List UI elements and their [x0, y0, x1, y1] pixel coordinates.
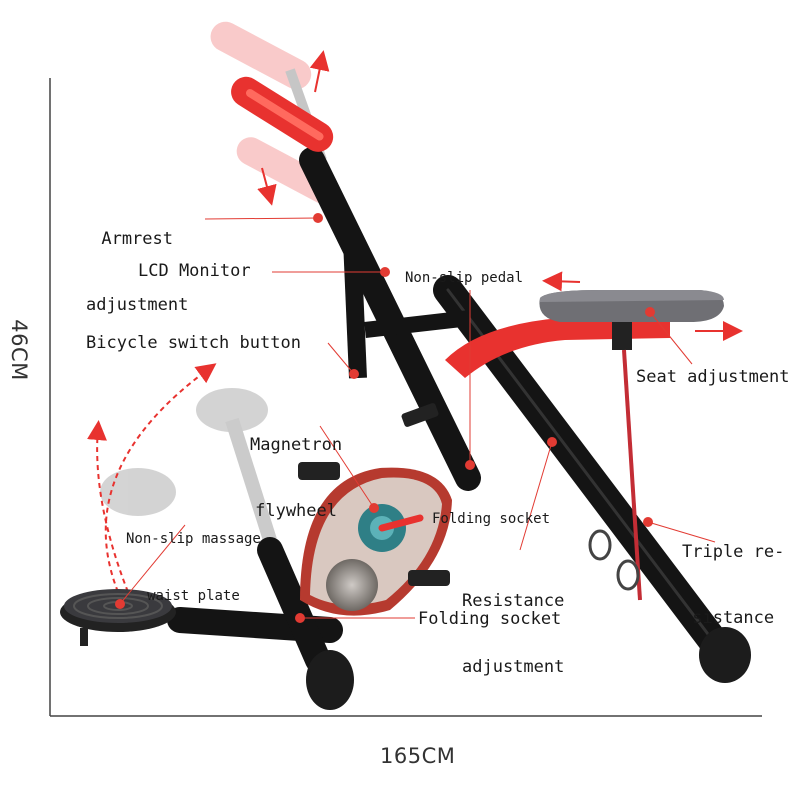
main-frame: [167, 147, 735, 673]
label-folding-socket-upper: Folding socket: [432, 511, 551, 527]
label-triple-resistance: Triple re- sistance: [682, 497, 784, 651]
label-triple-line2: sistance: [692, 608, 775, 628]
label-massage-line1: Non-slip massage: [126, 531, 261, 547]
height-dimension-label: 46CM: [6, 319, 31, 381]
label-resistance-adjustment: Resistance adjustment: [462, 546, 564, 700]
motion-arrows: [87, 50, 743, 593]
label-folding-socket-lower: Folding socket: [418, 609, 562, 629]
seat: [539, 290, 724, 322]
armrest: [231, 76, 334, 152]
label-resistance-line2: adjustment: [462, 657, 565, 677]
label-armrest-adjustment: Armrest adjustment: [86, 184, 188, 338]
label-massage-line2: waist plate: [147, 588, 240, 604]
label-seat-adjustment: Seat adjustment: [636, 367, 790, 387]
label-magnetron-flywheel: Magnetron flywheel: [250, 390, 342, 544]
pedals: [298, 403, 450, 586]
label-non-slip-pedal: Non-slip pedal: [405, 270, 524, 286]
label-lcd-monitor: LCD Monitor: [138, 261, 251, 281]
label-triple-line1: Triple re-: [682, 542, 785, 562]
label-bicycle-switch-button: Bicycle switch button: [86, 333, 301, 353]
label-massage-waist-plate: Non-slip massage waist plate: [126, 492, 261, 625]
resistance-bands: [588, 349, 642, 601]
label-armrest-line2: adjustment: [86, 295, 189, 315]
label-resistance-line1: Resistance: [462, 591, 565, 611]
feet: [306, 627, 751, 710]
label-armrest-line1: Armrest: [101, 229, 173, 249]
width-dimension-label: 165CM: [380, 744, 456, 768]
label-magnetron-line1: Magnetron: [250, 435, 343, 455]
label-magnetron-line2: flywheel: [255, 501, 337, 521]
leader-lines: [119, 217, 716, 619]
